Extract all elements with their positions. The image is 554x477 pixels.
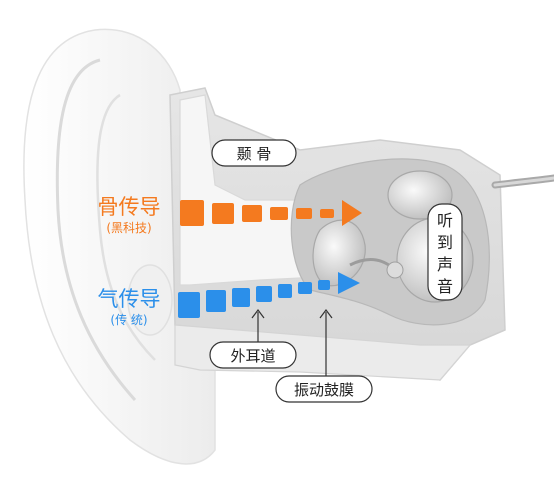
- svg-text:听: 听: [437, 211, 453, 230]
- svg-text:音: 音: [437, 277, 453, 296]
- svg-text:振动鼓膜: 振动鼓膜: [294, 381, 354, 399]
- svg-text:外耳道: 外耳道: [230, 347, 275, 365]
- callout-lines: [251, 309, 333, 378]
- svg-text:(传 统): (传 统): [110, 312, 147, 327]
- svg-text:颞 骨: 颞 骨: [237, 145, 272, 163]
- air-conduction-title: 气传导 (传 统): [98, 287, 161, 327]
- earphone-cable: [491, 174, 554, 189]
- eardrum-label: 振动鼓膜: [275, 375, 373, 403]
- bone-conduction-title: 骨传导 (黑科技): [98, 195, 161, 235]
- svg-text:气传导: 气传导: [98, 287, 161, 311]
- svg-text:声: 声: [437, 255, 453, 274]
- svg-text:(黑科技): (黑科技): [106, 221, 151, 235]
- outer-ear: [23, 28, 216, 465]
- svg-text:骨传导: 骨传导: [98, 195, 161, 219]
- air-conduction-arrow: [178, 272, 360, 318]
- svg-text:到: 到: [437, 233, 453, 252]
- bone-conduction-arrow: [180, 200, 362, 226]
- hear-sound-label: 听 到 声 音: [427, 203, 463, 301]
- ear-canal-label: 外耳道: [209, 341, 297, 369]
- temporal-bone-label: 颞 骨: [211, 139, 297, 167]
